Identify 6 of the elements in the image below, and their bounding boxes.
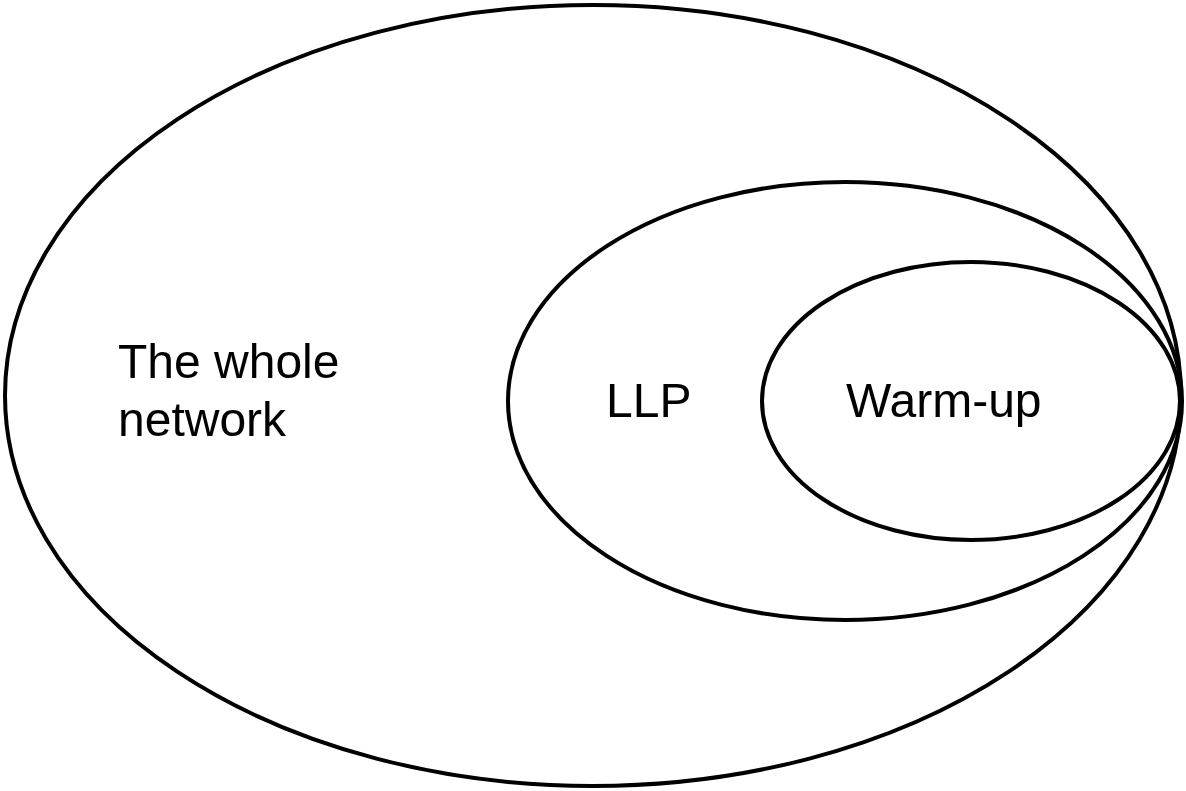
middle-ellipse — [506, 180, 1184, 622]
region-label: Warm-up — [846, 373, 1043, 429]
region-label: The whole network — [118, 334, 341, 448]
region-label: LLP — [606, 373, 693, 429]
outer-ellipse — [3, 3, 1183, 788]
inner-ellipse — [760, 260, 1182, 542]
